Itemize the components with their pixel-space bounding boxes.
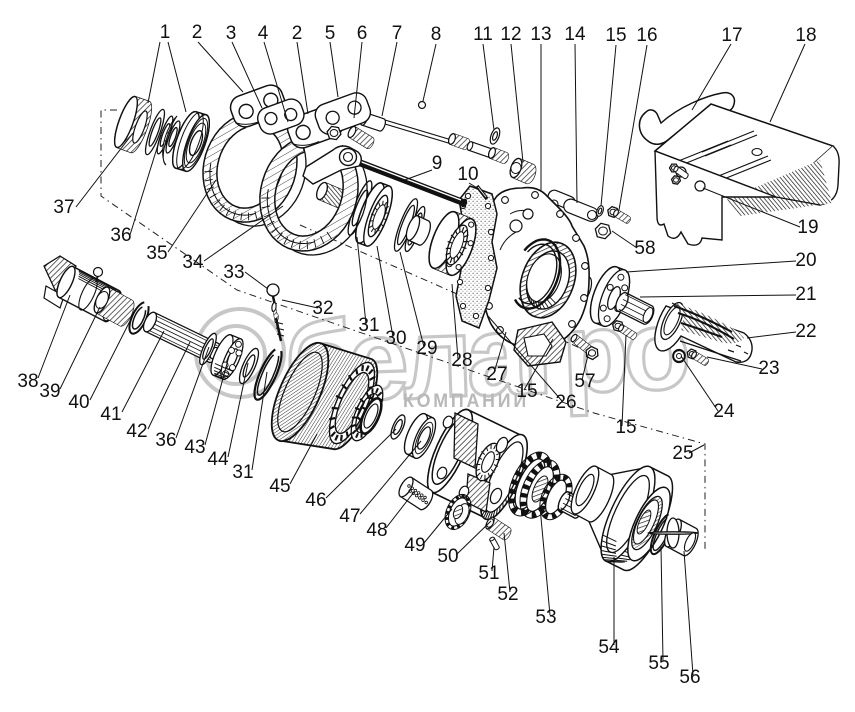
- svg-text:6: 6: [357, 23, 368, 44]
- svg-text:53: 53: [535, 607, 556, 628]
- svg-text:15: 15: [605, 25, 626, 46]
- svg-text:49: 49: [404, 535, 425, 556]
- svg-text:56: 56: [679, 667, 700, 688]
- svg-text:26: 26: [555, 392, 576, 413]
- svg-text:1: 1: [160, 22, 171, 43]
- svg-text:9: 9: [432, 153, 443, 174]
- svg-text:39: 39: [39, 381, 60, 402]
- svg-text:50: 50: [437, 546, 458, 567]
- svg-text:46: 46: [305, 490, 326, 511]
- svg-text:2: 2: [192, 22, 203, 43]
- svg-text:25: 25: [672, 443, 693, 464]
- svg-text:13: 13: [530, 24, 551, 45]
- svg-text:52: 52: [497, 584, 518, 605]
- svg-text:20: 20: [795, 250, 816, 271]
- svg-text:23: 23: [758, 358, 779, 379]
- svg-text:8: 8: [431, 24, 442, 45]
- svg-text:42: 42: [126, 421, 147, 442]
- svg-text:11: 11: [473, 24, 493, 45]
- svg-text:44: 44: [207, 449, 229, 470]
- svg-text:55: 55: [648, 653, 669, 674]
- svg-text:18: 18: [795, 25, 816, 46]
- svg-text:36: 36: [110, 225, 131, 246]
- svg-text:31: 31: [232, 462, 253, 483]
- svg-text:30: 30: [385, 328, 406, 349]
- svg-text:51: 51: [478, 563, 499, 584]
- svg-text:47: 47: [339, 506, 360, 527]
- svg-text:34: 34: [182, 252, 204, 273]
- svg-text:15: 15: [516, 381, 537, 402]
- svg-text:40: 40: [68, 392, 89, 413]
- svg-text:3: 3: [226, 23, 237, 44]
- svg-text:36: 36: [155, 430, 176, 451]
- svg-text:14: 14: [564, 24, 586, 45]
- svg-text:КОМПАНИЙ: КОМПАНИЙ: [403, 390, 529, 412]
- svg-text:12: 12: [500, 24, 521, 45]
- svg-text:17: 17: [721, 25, 742, 46]
- svg-text:57: 57: [574, 371, 595, 392]
- svg-text:7: 7: [392, 23, 403, 44]
- svg-text:5: 5: [325, 23, 336, 44]
- svg-text:24: 24: [713, 401, 735, 422]
- svg-text:21: 21: [795, 284, 816, 305]
- svg-text:31: 31: [358, 315, 379, 336]
- svg-text:29: 29: [416, 338, 437, 359]
- svg-text:2: 2: [292, 23, 303, 44]
- svg-text:22: 22: [795, 321, 816, 342]
- svg-text:58: 58: [634, 238, 655, 259]
- svg-text:15: 15: [615, 417, 636, 438]
- svg-text:35: 35: [146, 243, 167, 264]
- svg-text:38: 38: [17, 371, 38, 392]
- svg-text:27: 27: [486, 364, 507, 385]
- svg-text:33: 33: [223, 262, 244, 283]
- svg-text:4: 4: [258, 23, 269, 44]
- svg-text:16: 16: [636, 25, 657, 46]
- svg-text:10: 10: [457, 164, 478, 185]
- svg-text:54: 54: [598, 637, 620, 658]
- svg-text:45: 45: [269, 476, 290, 497]
- svg-text:28: 28: [451, 350, 472, 371]
- svg-text:43: 43: [184, 437, 205, 458]
- svg-text:37: 37: [53, 197, 74, 218]
- svg-text:19: 19: [797, 217, 818, 238]
- svg-text:32: 32: [312, 298, 333, 319]
- svg-text:41: 41: [100, 404, 121, 425]
- svg-text:48: 48: [366, 520, 387, 541]
